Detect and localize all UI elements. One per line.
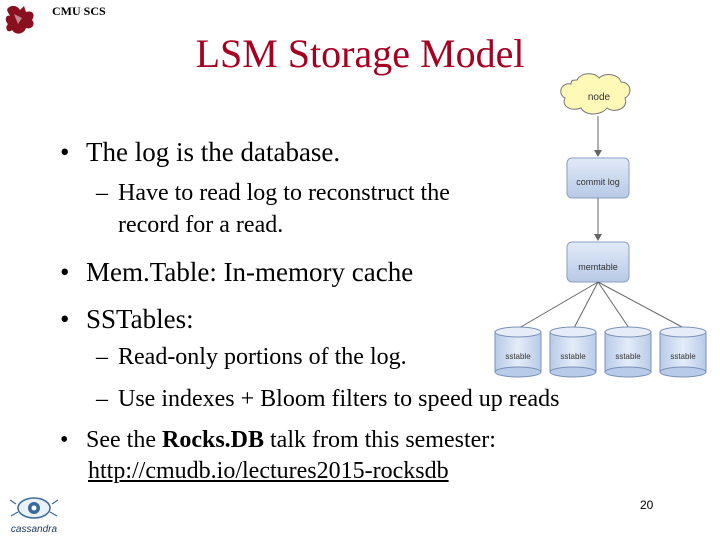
bullet-3: • SSTables: bbox=[60, 303, 194, 335]
sstable-disk-3: sstable bbox=[604, 326, 652, 378]
bullet-1-text: The log is the database. bbox=[86, 137, 341, 167]
sub-bullet-2-text: Read-only portions of the log. bbox=[118, 344, 407, 370]
sub-bullet-2: –Read-only portions of the log. bbox=[96, 342, 407, 372]
sub-bullet-1: –Have to read log to reconstruct the bbox=[96, 178, 450, 208]
bullet-4-suffix: talk from this semester: bbox=[264, 427, 496, 453]
sstable-label-4: sstable bbox=[670, 352, 696, 361]
bullet-1: • The log is the database. bbox=[60, 136, 340, 168]
bullet-2: • Mem.Table: In-memory cache bbox=[60, 256, 413, 288]
sstable-label-1: sstable bbox=[505, 352, 531, 361]
dash-marker: – bbox=[96, 180, 108, 206]
slide-title: LSM Storage Model bbox=[195, 31, 525, 76]
bullet-marker: • bbox=[60, 257, 70, 287]
header-label: CMU SCS bbox=[52, 4, 106, 18]
cassandra-logo: cassandra bbox=[9, 497, 59, 535]
bullet-2-text: Mem.Table: In-memory cache bbox=[86, 257, 414, 287]
node-label: node bbox=[588, 92, 611, 103]
sub-bullet-1-line2: record for a read. bbox=[118, 212, 284, 238]
cmu-scs-logo bbox=[5, 5, 34, 34]
page-number: 20 bbox=[640, 498, 654, 512]
sub-bullet-3: –Use indexes + Bloom filters to speed up… bbox=[96, 384, 559, 414]
lsm-diagram: node commit log memtable sstable sstable… bbox=[494, 73, 707, 378]
sstable-disk-1: sstable bbox=[494, 326, 542, 378]
sub-bullet-1-line1: Have to read log to reconstruct the bbox=[118, 180, 450, 206]
rocksdb-bold: Rocks.DB bbox=[161, 427, 264, 453]
bullet-3-text: SSTables: bbox=[86, 304, 194, 334]
sstable-disk-4: sstable bbox=[659, 326, 707, 378]
rocksdb-talk-link[interactable]: http://cmudb.io/lectures2015-rocksdb bbox=[88, 458, 449, 484]
cassandra-text: cassandra bbox=[11, 524, 58, 535]
bullet-4: • See the Rocks.DB talk from this semeste… bbox=[60, 425, 496, 455]
sub-bullet-3-text: Use indexes + Bloom filters to speed up … bbox=[118, 386, 560, 412]
bullet-marker: • bbox=[60, 137, 70, 167]
sstable-label-3: sstable bbox=[615, 352, 641, 361]
commit-log-label: commit log bbox=[576, 177, 620, 187]
dash-marker: – bbox=[96, 386, 108, 412]
bullet-4-prefix: See the bbox=[86, 427, 162, 453]
dash-marker: – bbox=[96, 344, 108, 370]
memtable-label: memtable bbox=[578, 262, 618, 272]
bullet-marker: • bbox=[60, 304, 70, 334]
bullet-marker: • bbox=[60, 427, 69, 453]
sstable-label-2: sstable bbox=[560, 352, 586, 361]
node-cloud bbox=[560, 73, 631, 115]
sstable-disk-2: sstable bbox=[549, 326, 597, 378]
